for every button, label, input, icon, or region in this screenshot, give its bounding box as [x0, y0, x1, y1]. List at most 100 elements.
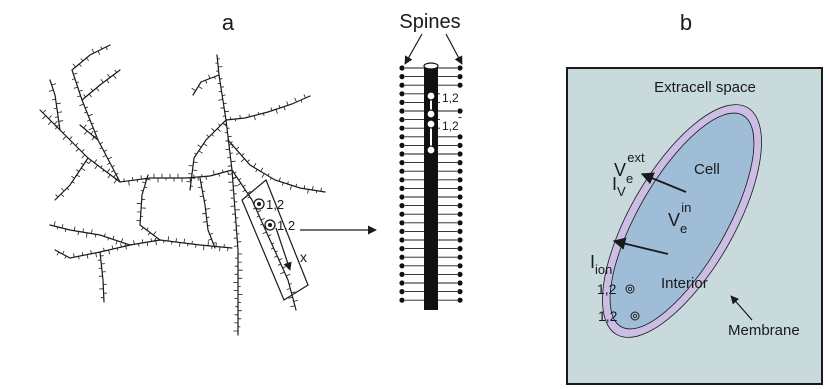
spine-tick — [192, 88, 196, 90]
spine-tick — [242, 154, 244, 156]
spine-head — [399, 117, 404, 122]
spine-tick — [231, 142, 233, 143]
spine-tick — [206, 80, 207, 83]
spine-tick — [54, 121, 57, 124]
spine-tick — [275, 256, 278, 257]
spine-tick — [81, 59, 83, 61]
spine-tick — [225, 111, 229, 112]
spine-head — [399, 255, 404, 260]
spine-tick — [101, 47, 102, 49]
spine-tick — [104, 234, 105, 237]
spine-tick — [284, 107, 285, 110]
spine-tick — [279, 105, 280, 108]
spine-tick — [236, 147, 238, 149]
spine-tick — [209, 75, 210, 79]
spine-tick — [217, 129, 220, 132]
spine-head — [399, 134, 404, 139]
spine-tick — [107, 169, 109, 172]
spine-head — [399, 229, 404, 234]
spine-head — [399, 74, 404, 79]
spine-tick — [96, 88, 98, 91]
spine-tick — [54, 222, 55, 226]
spine-head — [457, 169, 462, 174]
spine-tick — [221, 108, 224, 109]
spine-tick — [72, 176, 75, 178]
spine-tick — [261, 168, 263, 171]
spine-tick — [114, 180, 117, 184]
spine-tick — [254, 163, 256, 167]
spine-head — [399, 212, 404, 217]
spine-tick — [268, 174, 269, 176]
spine-tick — [147, 228, 148, 230]
spine-tick — [82, 155, 85, 158]
spine-tick — [92, 49, 94, 53]
spine-tick — [268, 235, 271, 236]
spine-tick — [112, 246, 113, 249]
spine-tick — [94, 160, 96, 163]
spine-tick — [58, 227, 59, 229]
spine-head — [399, 246, 404, 251]
spine-tick — [142, 182, 145, 183]
spine-tick — [153, 232, 156, 235]
spine-tick — [254, 116, 255, 120]
spine-tick — [61, 188, 64, 191]
spine-tick — [231, 161, 235, 162]
spine-tick — [121, 239, 122, 242]
spine-head — [457, 134, 462, 139]
panel-a-letter: a — [222, 10, 235, 35]
spine-tick — [79, 256, 80, 259]
spine-head — [457, 246, 462, 251]
spine-tick — [87, 255, 88, 259]
x-axis-label: x — [300, 249, 307, 265]
spine-tick — [77, 175, 80, 177]
spine-tick — [86, 233, 87, 237]
spine-tick — [79, 64, 81, 66]
dendrite-branch — [190, 120, 226, 190]
spine-point-label-1: 1,2 — [442, 91, 459, 105]
spine-tick — [193, 170, 197, 171]
spine-tick — [200, 196, 203, 197]
spine-head — [457, 280, 462, 285]
spine-tick — [199, 151, 203, 153]
spine-tick — [73, 64, 76, 67]
spine-tick — [257, 211, 260, 212]
spine-tick — [308, 189, 309, 193]
spine-tick — [81, 168, 84, 170]
spines-pointer-right — [446, 34, 462, 64]
spine-tick — [129, 181, 130, 185]
spine-tick — [263, 232, 267, 234]
spine-tick — [109, 250, 110, 254]
spine-head — [399, 169, 404, 174]
dendrite-branch — [217, 55, 238, 335]
spine-tick — [286, 274, 290, 276]
spine-tick — [304, 186, 305, 189]
spine-tick — [116, 173, 118, 174]
spine-tick — [219, 124, 221, 126]
spine-tick — [107, 163, 110, 164]
spine-tick — [56, 127, 58, 129]
spine-tick — [278, 264, 281, 265]
spine-tick — [204, 144, 207, 146]
spine-tick — [304, 95, 306, 98]
spine-tick — [287, 289, 290, 290]
spine-tick — [89, 94, 91, 97]
neuron-dendrite-drawing — [40, 45, 325, 335]
spine-tick — [148, 233, 150, 235]
cell-label: Cell — [694, 161, 720, 178]
spine-head — [457, 237, 462, 242]
spine-tick — [206, 209, 210, 210]
spine-tick — [88, 120, 91, 121]
spines-pointer-left — [405, 34, 422, 64]
spine-tick — [189, 166, 193, 167]
spine-tick — [276, 109, 277, 113]
spine-tick — [81, 163, 83, 165]
spine-tick — [84, 95, 86, 97]
spine-tick — [115, 70, 117, 72]
spine-tick — [48, 121, 51, 124]
spine-tick — [43, 110, 46, 113]
spine-head — [399, 186, 404, 191]
spine-tick — [100, 143, 103, 144]
spine-tick — [198, 145, 201, 147]
spine-tick — [59, 121, 63, 122]
spine-tick — [222, 95, 225, 96]
